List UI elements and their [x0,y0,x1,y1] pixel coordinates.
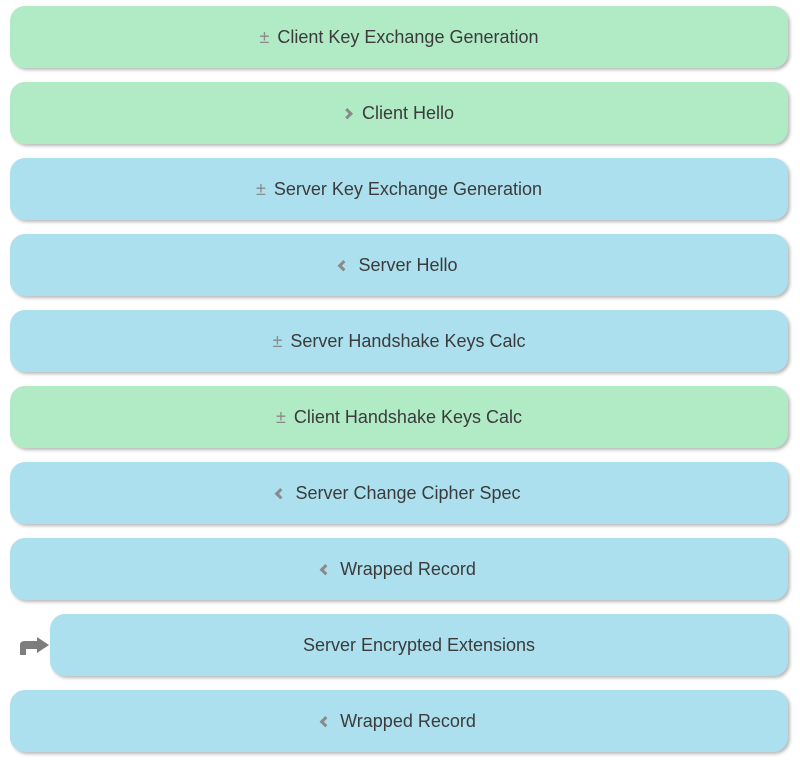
chevron-left-icon [275,488,287,500]
record-client-handshake-keys-calc[interactable]: ± Client Handshake Keys Calc [10,386,788,448]
plus-minus-icon: ± [259,27,270,47]
record-server-hello[interactable]: Server Hello [10,234,788,296]
plus-minus-icon: ± [272,331,283,351]
record-label: Client Hello [361,102,455,123]
plus-minus-icon: ± [255,179,266,199]
record-label: Server Handshake Keys Calc [290,330,526,351]
record-wrapped-record[interactable]: Wrapped Record [10,538,788,600]
record-row: Wrapped Record [10,538,788,600]
chevron-left-icon [319,564,332,576]
record-row: Wrapped Record [10,690,788,752]
record-server-encrypted-extensions[interactable]: Server Encrypted Extensions [50,614,788,676]
record-row: Server Encrypted Extensions [10,614,788,676]
chevron-left-icon [338,260,350,272]
record-server-change-cipher-spec[interactable]: Server Change Cipher Spec [10,462,788,524]
chevron-left-icon [319,716,332,728]
chevron-right-icon [341,108,353,120]
record-label: Server Change Cipher Spec [295,482,521,503]
record-row: ± Server Key Exchange Generation [10,158,788,220]
record-row: ± Client Key Exchange Generation [10,6,788,68]
record-label: Server Encrypted Extensions [302,634,536,655]
record-label: Wrapped Record [340,710,476,731]
record-label: Server Key Exchange Generation [273,178,543,199]
record-row: Server Hello [10,234,788,296]
record-wrapped-record-2[interactable]: Wrapped Record [10,690,788,752]
record-row: ± Server Handshake Keys Calc [10,310,788,372]
record-row: ± Client Handshake Keys Calc [10,386,788,448]
record-label: Server Hello [358,254,458,275]
record-label: Client Handshake Keys Calc [293,406,522,427]
record-client-hello[interactable]: Client Hello [10,82,788,144]
record-label: Client Key Exchange Generation [277,26,539,47]
record-row: Server Change Cipher Spec [10,462,788,524]
record-label: Wrapped Record [340,558,476,579]
record-server-handshake-keys-calc[interactable]: ± Server Handshake Keys Calc [10,310,788,372]
plus-minus-icon: ± [275,407,286,427]
record-client-key-exchange-generation[interactable]: ± Client Key Exchange Generation [10,6,788,68]
record-server-key-exchange-generation[interactable]: ± Server Key Exchange Generation [10,158,788,220]
selected-arrow-icon [20,637,49,655]
record-row: Client Hello [10,82,788,144]
